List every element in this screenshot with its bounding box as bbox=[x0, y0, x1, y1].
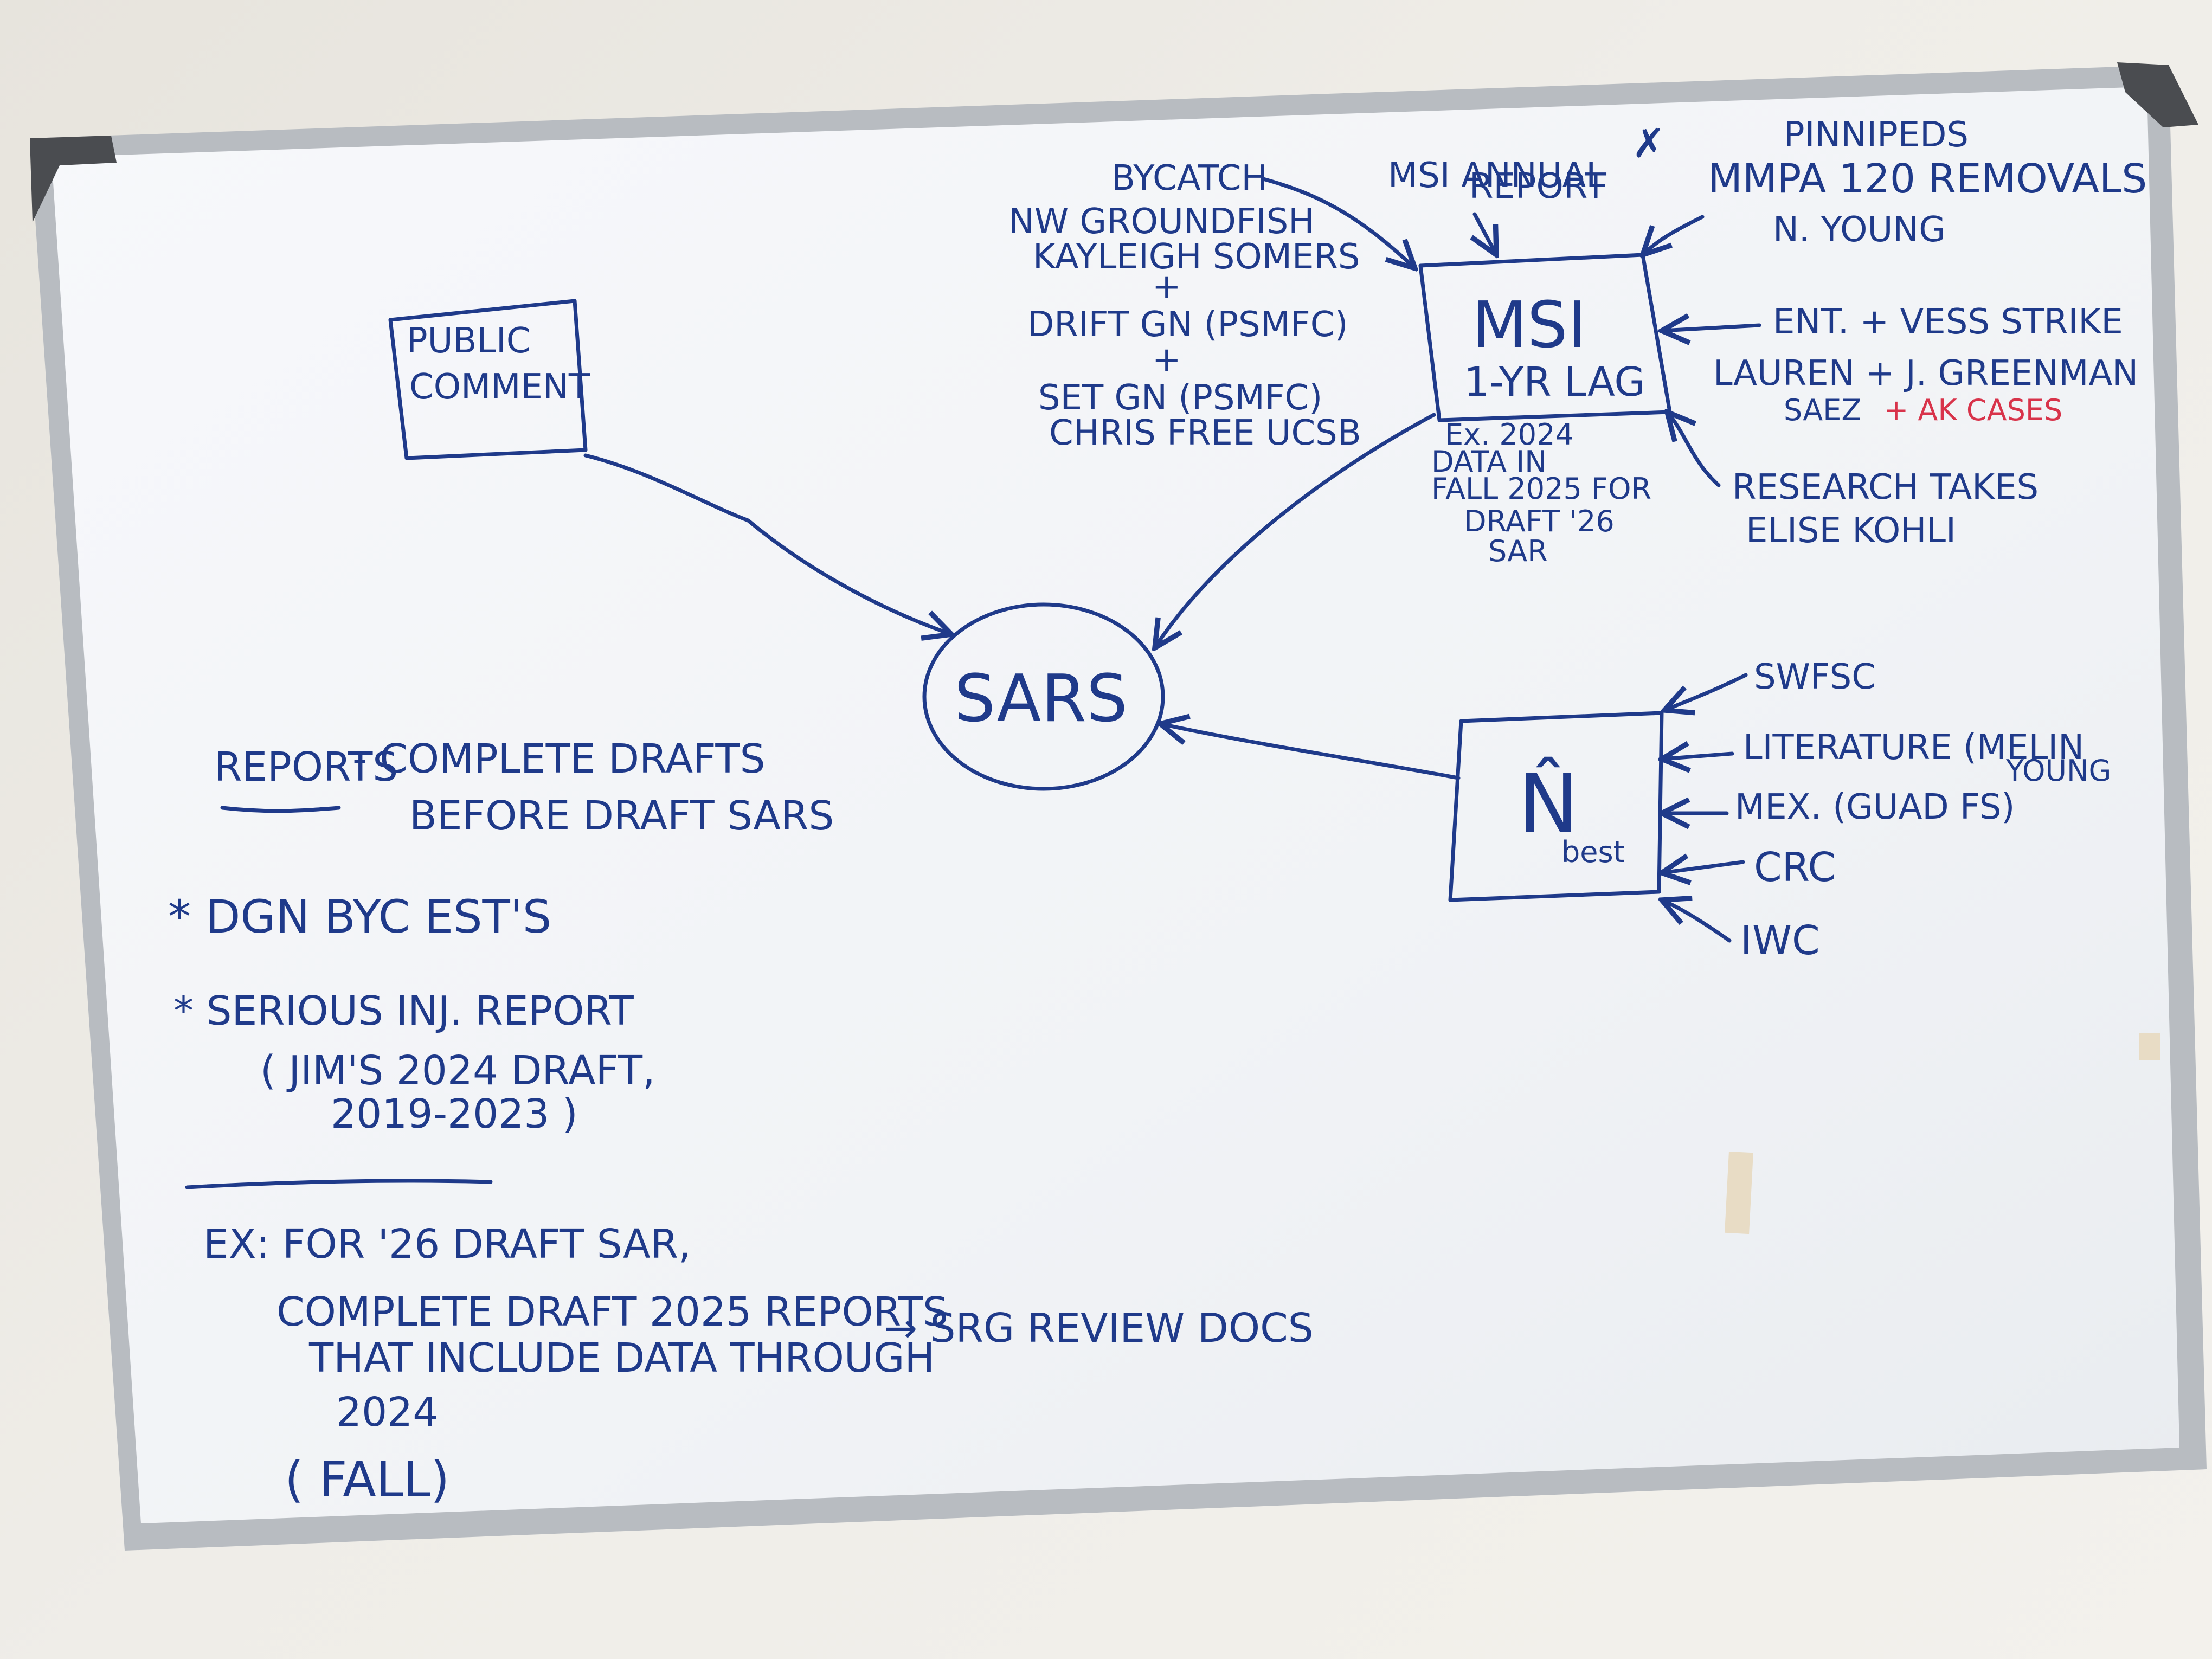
reports-heading: REPORTS bbox=[214, 744, 398, 790]
nbest-input-mex: MEX. (GUAD FS) bbox=[1735, 787, 2015, 827]
msi-note-line4: DRAFT '26 bbox=[1464, 504, 1615, 538]
research-line1: RESEARCH TAKES bbox=[1732, 467, 2039, 507]
msi-annual-report-line1: MSI ANNUAL bbox=[1388, 156, 1605, 196]
example-line3: THAT INCLUDE DATA THROUGH bbox=[308, 1335, 935, 1381]
strike-red-note: + AK CASES bbox=[1884, 393, 2062, 427]
corner-cap-top-right bbox=[2117, 62, 2198, 127]
example-line4: 2024 bbox=[336, 1389, 438, 1436]
public-comment-label-line1: PUBLIC bbox=[407, 321, 531, 361]
nbest-input-literature: LITERATURE (MELIN bbox=[1743, 728, 2084, 768]
divider-line bbox=[185, 1179, 493, 1189]
research-line2: ELISE KOHLI bbox=[1746, 511, 1956, 551]
strike-line3: SAEZ bbox=[1784, 393, 1861, 427]
reports-bullet2: * SERIOUS INJ. REPORT bbox=[173, 988, 634, 1034]
arrow-swfsc-to-nbest bbox=[1664, 673, 1748, 710]
example-arrow-to-srg: → SRG REVIEW DOCS bbox=[884, 1305, 1314, 1352]
msi-note-line1: Ex. 2024 bbox=[1445, 417, 1574, 452]
strike-line1: ENT. + VESS STRIKE bbox=[1773, 302, 2123, 342]
nbest-input-swfsc: SWFSC bbox=[1754, 657, 1876, 697]
bycatch-line5: SET GN (PSMFC) bbox=[1038, 378, 1322, 418]
msi-title: MSI bbox=[1472, 287, 1587, 362]
arrow-msi-to-sars bbox=[1155, 413, 1436, 648]
bycatch-line3: KAYLEIGH SOMERS bbox=[1033, 237, 1360, 277]
arrow-nbest-to-sars bbox=[1160, 724, 1461, 780]
bycatch-line1: BYCATCH bbox=[1111, 158, 1268, 198]
msi-note-line2: DATA IN bbox=[1431, 445, 1547, 479]
tape-mark bbox=[1725, 1151, 1753, 1234]
tape-mark bbox=[2139, 1033, 2160, 1060]
sars-circle bbox=[922, 602, 1165, 791]
arrow-strike-to-msi bbox=[1662, 325, 1761, 331]
example-line5: ( FALL) bbox=[285, 1451, 449, 1508]
msi-subtitle: 1-YR LAG bbox=[1464, 359, 1645, 406]
arrow-literature-to-nbest bbox=[1662, 754, 1734, 759]
corner-cap-top-left bbox=[30, 136, 117, 222]
arrow-pinnipeds-to-msi bbox=[1643, 215, 1705, 255]
pinnipeds-line3: N. YOUNG bbox=[1773, 210, 1946, 250]
nbest-subscript: best bbox=[1561, 835, 1625, 869]
reports-heading-underline bbox=[220, 806, 341, 813]
reports-bullet2-sub1: ( JIM'S 2024 DRAFT, bbox=[260, 1047, 655, 1094]
example-line2: COMPLETE DRAFT 2025 REPORTS bbox=[276, 1289, 948, 1335]
pinnipeds-line1: PINNIPEDS bbox=[1784, 115, 1969, 155]
arrow-crc-to-nbest bbox=[1662, 862, 1745, 873]
reports-bullet1: * DGN BYC EST'S bbox=[168, 890, 551, 943]
example-line1: EX: FOR '26 DRAFT SAR, bbox=[203, 1221, 691, 1268]
bycatch-plus1: + bbox=[1152, 267, 1181, 307]
arrow-research-to-msi bbox=[1667, 412, 1721, 487]
bycatch-plus2: + bbox=[1152, 340, 1181, 380]
reports-line2: BEFORE DRAFT SARS bbox=[409, 793, 834, 839]
reports-line1: - COMPLETE DRAFTS bbox=[352, 736, 766, 782]
sars-label: SARS bbox=[954, 661, 1128, 737]
arrow-public-comment-to-sars bbox=[583, 453, 951, 634]
reports-bullet2-sub2: 2019-2023 ) bbox=[331, 1091, 578, 1137]
msi-annual-report-line2: REPORT bbox=[1469, 166, 1607, 207]
arrow-bycatch-to-msi bbox=[1261, 177, 1415, 268]
msi-annual-report-mark: ✗ bbox=[1632, 120, 1666, 167]
msi-note-line3: FALL 2025 FOR bbox=[1431, 472, 1651, 506]
nbest-input-crc: CRC bbox=[1754, 844, 1836, 891]
nbest-input-literature-young: YOUNG bbox=[2005, 754, 2111, 788]
pinnipeds-line2: MMPA 120 REMOVALS bbox=[1708, 156, 2147, 202]
bycatch-line6: CHRIS FREE UCSB bbox=[1049, 413, 1361, 453]
public-comment-box bbox=[388, 299, 588, 460]
nbest-symbol: N̂ bbox=[1518, 757, 1579, 852]
bycatch-line2: NW GROUNDFISH bbox=[1008, 202, 1314, 242]
public-comment-label-line2: COMMENT bbox=[409, 367, 590, 407]
arrow-iwc-to-nbest bbox=[1662, 900, 1732, 943]
nbest-box bbox=[1448, 711, 1664, 902]
nbest-input-iwc: IWC bbox=[1740, 917, 1820, 964]
msi-note-line5: SAR bbox=[1488, 534, 1548, 568]
bycatch-line4: DRIFT GN (PSMFC) bbox=[1027, 305, 1348, 345]
arrow-annual-report-to-msi bbox=[1475, 212, 1496, 255]
strike-line2: LAUREN + J. GREENMAN bbox=[1713, 353, 2138, 394]
